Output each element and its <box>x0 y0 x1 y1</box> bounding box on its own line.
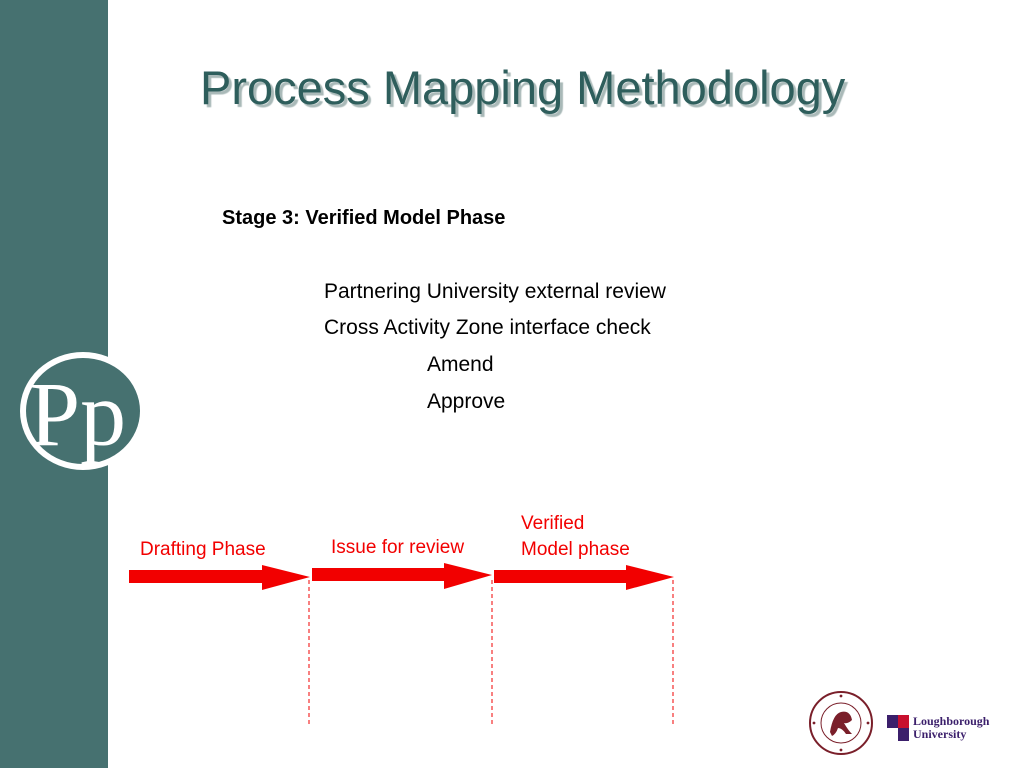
phase-label-verified-line2: Model phase <box>521 539 630 560</box>
step-amend: Amend <box>427 353 494 376</box>
phase-label-verified-line1: Verified <box>521 513 585 534</box>
arrow-issue-icon <box>312 563 492 589</box>
pp-logo-icon: Pp <box>20 352 146 470</box>
step-approve: Approve <box>427 390 506 413</box>
loughborough-university: University <box>913 727 967 741</box>
phase-label-drafting: Drafting Phase <box>140 539 266 560</box>
arrow-verified-icon <box>494 565 674 590</box>
step-external-review: Partnering University external review <box>324 280 666 303</box>
salford-seal-icon <box>809 691 873 755</box>
phase-label-verified: Verified Model phase <box>521 511 681 563</box>
loughborough-logo: Loughborough University <box>887 713 1007 745</box>
slide-title: Process Mapping Methodology <box>200 61 846 114</box>
arrow-drafting-icon <box>129 565 310 590</box>
loughborough-shield-icon <box>887 715 909 741</box>
phase-label-issue: Issue for review <box>331 537 465 558</box>
loughborough-name: Loughborough <box>913 714 990 728</box>
step-interface-check: Cross Activity Zone interface check <box>324 316 651 339</box>
stage-heading: Stage 3: Verified Model Phase <box>222 207 506 229</box>
pp-logo-letters: Pp <box>29 363 126 465</box>
